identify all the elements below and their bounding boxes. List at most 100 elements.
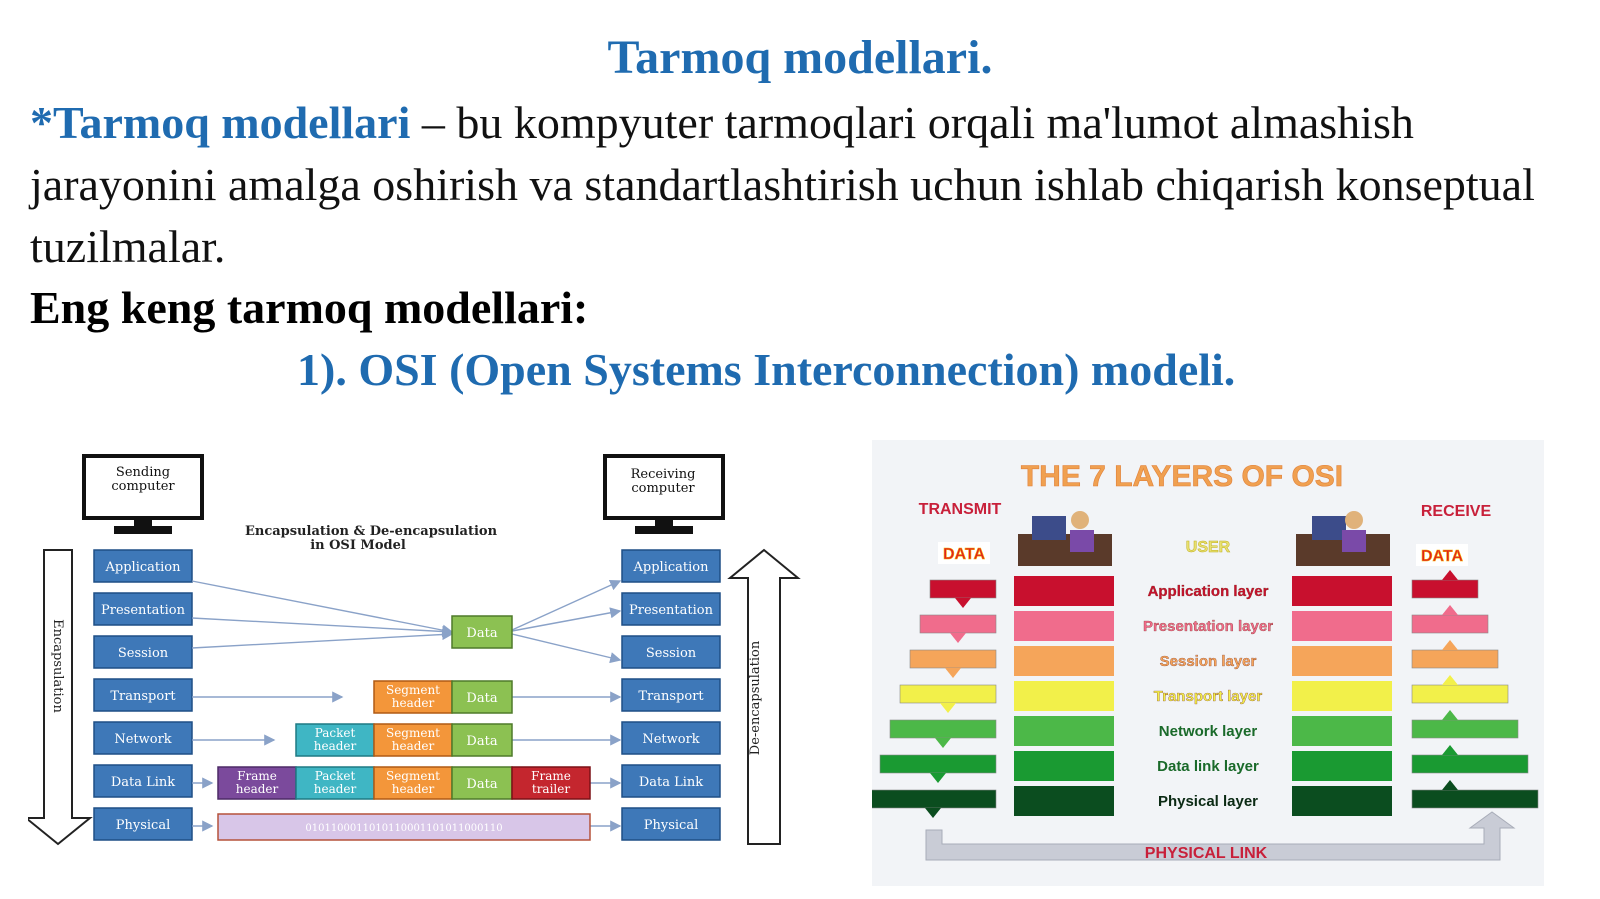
osi-layer-label-2: Presentation layer: [1143, 618, 1273, 635]
layer-label-send-4: Transport: [110, 689, 176, 704]
data-label-network: Data: [466, 734, 497, 749]
segment-header-transport-1: Segment: [386, 683, 440, 697]
data-badge-left: [938, 542, 990, 564]
diagram-heading-1: Encapsulation & De-encapsulation: [245, 524, 498, 539]
transmit-step-5: [889, 719, 997, 739]
osi-stack-right-2: [1292, 611, 1392, 641]
layer-box-recv-5: [621, 721, 721, 755]
receive-arrow-3: [1442, 640, 1458, 650]
user-label: USER: [1186, 539, 1231, 556]
physical-link-arrow: [925, 811, 1516, 861]
layer-label-send-5: Network: [114, 732, 171, 747]
osi-figure-title: THE 7 LAYERS OF OSI: [1021, 460, 1343, 493]
data-label-session: Data: [466, 626, 497, 641]
packet-header-network-2: header: [314, 739, 357, 753]
layer-box-recv-3: [621, 635, 721, 669]
receiving-computer-icon: [603, 454, 725, 534]
definition-term: *Tarmoq modellari: [30, 97, 411, 148]
decapsulation-label: De-encapsulation: [748, 640, 763, 755]
packet-header-datalink: [295, 766, 375, 800]
osi-stack-right-6: [1292, 751, 1392, 781]
receive-arrow-1: [1442, 570, 1458, 580]
osi-stack-right-5: [1292, 716, 1392, 746]
osi-stack-right-7: [1292, 786, 1392, 816]
layer-label-send-6: Data Link: [111, 775, 175, 790]
user-computer-icon-left: [1018, 511, 1112, 566]
layer-box-send-5: [93, 721, 193, 755]
osi-layer-label-3: Session layer: [1160, 653, 1257, 670]
receive-step-4: [1411, 684, 1509, 704]
packet-header-datalink-2: header: [314, 782, 357, 796]
receive-step-1: [1411, 579, 1479, 599]
packet-header-network-1: Packet: [315, 726, 356, 740]
osi-stack-right-1: [1292, 576, 1392, 606]
data-block-network: [451, 723, 513, 757]
layer-label-recv-5: Network: [642, 732, 699, 747]
encapsulation-diagram: Sending computer Receiving computer Enca…: [23, 448, 828, 888]
transmit-arrow-1: [955, 598, 971, 608]
layer-label-send-3: Session: [118, 646, 169, 661]
definition-paragraph: *Tarmoq modellari – bu kompyuter tarmoql…: [30, 92, 1575, 278]
osi-stack-right-3: [1292, 646, 1392, 676]
data-block-datalink: [451, 766, 513, 800]
transmit-step-6: [879, 754, 997, 774]
layer-label-recv-6: Data Link: [639, 775, 703, 790]
definition-text: – bu kompyuter tarmoqlari orqali ma'lumo…: [30, 97, 1535, 272]
transmit-arrow-6: [930, 773, 946, 783]
segment-header-network-1: Segment: [386, 726, 440, 740]
frame-trailer-datalink: [511, 766, 591, 800]
osi-layers-figure: THE 7 LAYERS OF OSI TRANSMIT RECEIVE DAT…: [869, 440, 1562, 886]
segment-header-transport-2: header: [392, 696, 435, 710]
layer-label-send-1: Application: [105, 560, 182, 575]
osi-stack-left-5: [1014, 716, 1114, 746]
transmit-step-1: [929, 579, 997, 599]
receive-arrow-5: [1442, 710, 1458, 720]
osi-layer-label-1: Application layer: [1148, 583, 1269, 600]
osi-stack-left-6: [1014, 751, 1114, 781]
encapsulation-label: Encapsulation: [50, 619, 65, 713]
data-block-transport: [451, 680, 513, 714]
physical-link-label: PHYSICAL LINK: [1145, 845, 1268, 862]
osi-stack-left-3: [1014, 646, 1114, 676]
segment-header-datalink-2: header: [392, 782, 435, 796]
data-label-transport: Data: [466, 691, 497, 706]
transmit-label: TRANSMIT: [919, 501, 1002, 518]
receive-arrow-2: [1442, 605, 1458, 615]
sending-label-1: Sending: [116, 465, 170, 480]
user-computer-icon-right: [1296, 511, 1390, 566]
layer-label-recv-1: Application: [633, 560, 710, 575]
models-subheading: Eng keng tarmoq modellari:: [30, 282, 589, 333]
layer-box-send-3: [93, 635, 193, 669]
osi-stack-left-1: [1014, 576, 1114, 606]
receiving-label-2: computer: [631, 481, 695, 496]
layer-box-send-7: [93, 807, 193, 841]
layer-label-recv-2: Presentation: [629, 603, 714, 618]
receive-step-5: [1411, 719, 1519, 739]
osi-layer-label-6: Data link layer: [1157, 758, 1259, 775]
frame-trailer-2: trailer: [532, 782, 570, 796]
layer-label-send-7: Physical: [116, 818, 170, 833]
osi-layer-label-4: Transport layer: [1154, 688, 1263, 705]
layer-box-recv-4: [621, 678, 721, 712]
layer-box-recv-7: [621, 807, 721, 841]
layer-box-send-2: [93, 592, 193, 626]
transmit-arrow-3: [945, 668, 961, 678]
layer-label-recv-4: Transport: [638, 689, 704, 704]
layer-label-send-2: Presentation: [101, 603, 186, 618]
layer-box-recv-1: [621, 549, 721, 583]
sending-label-2: computer: [111, 479, 175, 494]
diagram-heading-2: in OSI Model: [310, 538, 406, 553]
receive-step-2: [1411, 614, 1489, 634]
sending-computer-icon: [82, 454, 204, 534]
decapsulation-arrow: [727, 548, 801, 845]
data-label-datalink: Data: [466, 777, 497, 792]
frame-trailer-1: Frame: [531, 769, 571, 783]
data-block-session: [451, 615, 513, 649]
frame-header-2: header: [236, 782, 279, 796]
frame-header-1: Frame: [237, 769, 277, 783]
osi-stack-right-4: [1292, 681, 1392, 711]
receive-arrow-7: [1442, 780, 1458, 790]
data-badge-right-text: DATA: [1421, 548, 1464, 565]
osi-layer-label-5: Network layer: [1159, 723, 1258, 740]
transmit-arrow-5: [935, 738, 951, 748]
